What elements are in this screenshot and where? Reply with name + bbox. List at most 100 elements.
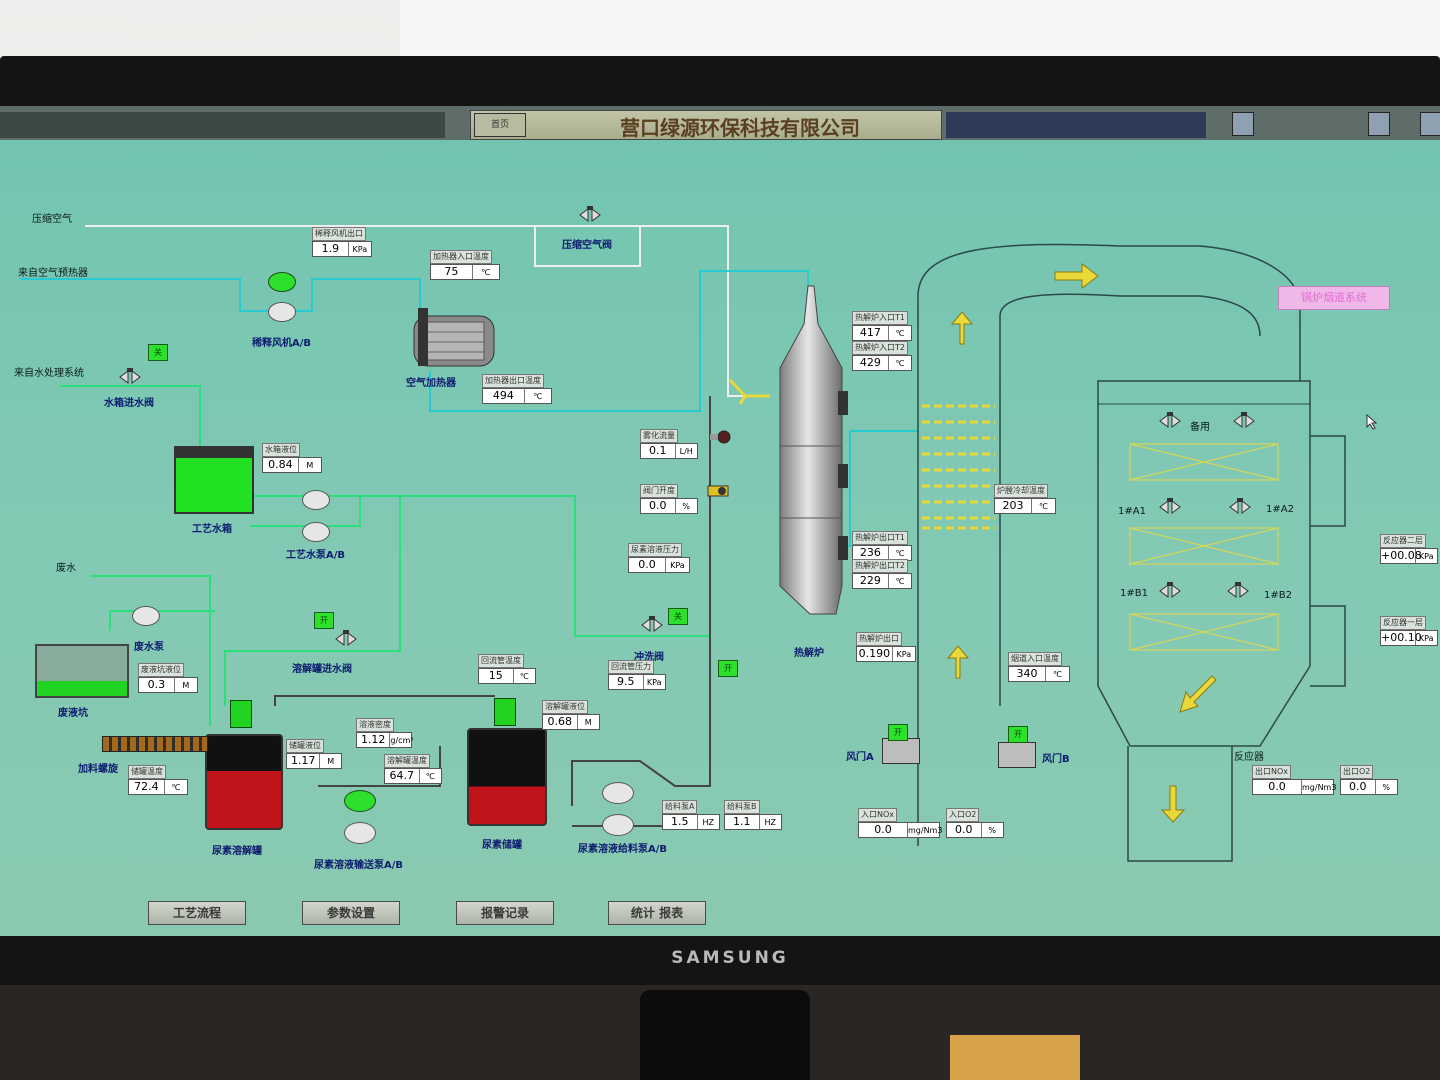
label-from-water: 来自水处理系统 [14, 368, 84, 379]
flushing-valve-icon[interactable] [640, 616, 664, 634]
dilution-air-pipe [20, 278, 421, 316]
dilution-fan-a[interactable] [268, 272, 296, 292]
flow-arrow-right [1054, 263, 1099, 289]
atomize-valve-icon[interactable] [708, 428, 732, 446]
window-icon[interactable] [1232, 112, 1254, 136]
flushing-status[interactable]: 关 [668, 608, 688, 625]
cap-react-layer1: 反应器一层 [1380, 616, 1426, 630]
nav-alarms-button[interactable]: 报警记录 [456, 901, 554, 925]
flue-system-button[interactable]: 锅炉烟道系统 [1278, 286, 1390, 310]
monitor-stand [640, 990, 810, 1080]
transfer-pump-a[interactable] [344, 790, 376, 812]
waste-pump[interactable] [132, 606, 160, 626]
process-pump-b[interactable] [302, 522, 330, 542]
cap-pyro-in1: 热解炉入口T1 [852, 311, 908, 325]
mouse-cursor-icon [1366, 414, 1378, 430]
val-return-temp: 15℃ [478, 668, 536, 684]
title-bar-right-panel [946, 112, 1206, 138]
cap-pyro-in2: 热解炉入口T2 [852, 341, 908, 355]
cap-return-pressure: 回流管压力 [608, 660, 654, 674]
dissolve-inlet-status[interactable]: 开 [314, 612, 334, 629]
nav-params-button[interactable]: 参数设置 [302, 901, 400, 925]
val-pyro-in2: 429℃ [852, 355, 912, 371]
cap-valve-open: 阀门开度 [640, 484, 678, 498]
dissolve-agitator-motor [230, 700, 252, 728]
label-fan-a: 风门A [846, 752, 874, 763]
flow-arrow-up-1 [950, 311, 974, 345]
transfer-pump-b[interactable] [344, 822, 376, 844]
feed-pump-b[interactable] [602, 814, 634, 836]
process-pump-a[interactable] [302, 490, 330, 510]
label-dissolve-tank: 尿素溶解罐 [212, 846, 262, 857]
label-a2: 1#A2 [1266, 504, 1294, 515]
cap-water-level: 水箱液位 [262, 443, 300, 457]
close-icon[interactable] [1420, 112, 1440, 136]
damper-a-status[interactable]: 开 [888, 724, 908, 741]
label-fan-b: 风门B [1042, 754, 1070, 765]
urea-feed-pipe [571, 396, 711, 806]
val-react-layer2: +00.08KPa [1380, 548, 1438, 564]
nav-reports-button[interactable]: 统计 报表 [608, 901, 706, 925]
label-b1: 1#B1 [1120, 588, 1148, 599]
control-valve-icon[interactable] [706, 482, 730, 500]
flow-arrow-up-2 [946, 645, 970, 679]
reactor-side-ducts [1310, 435, 1346, 687]
cap-storage-temp: 储罐温度 [128, 765, 166, 779]
waste-sump [35, 644, 129, 698]
dilution-fan-b[interactable] [268, 302, 296, 322]
flow-arrow-down [1160, 785, 1186, 823]
reactor-outlet-duct [1127, 746, 1233, 862]
reserve-valve-2-icon[interactable] [1232, 412, 1256, 430]
nav-process-button[interactable]: 工艺流程 [148, 901, 246, 925]
minimize-icon[interactable] [1368, 112, 1390, 136]
cap-dissolve-temp: 溶解罐温度 [384, 754, 430, 768]
val-heater-outlet: 494℃ [482, 388, 552, 404]
flow-arrow-diag [1179, 675, 1217, 713]
water-inlet-status[interactable]: 关 [148, 344, 168, 361]
compressed-air-valve-icon[interactable] [578, 206, 602, 224]
valve-b2-icon[interactable] [1226, 582, 1250, 600]
val-heater-inlet: 75℃ [430, 264, 500, 280]
cap-react-layer2: 反应器二层 [1380, 534, 1426, 548]
valve-a2-icon[interactable] [1228, 498, 1252, 516]
waste-water-pipe [90, 575, 211, 726]
label-compressed-air: 压缩空气 [32, 214, 72, 225]
reactor-body [1097, 380, 1311, 747]
label-sump: 废液坑 [58, 708, 88, 719]
reserve-valve-1-icon[interactable] [1158, 412, 1182, 430]
storage-agitator-motor [494, 698, 516, 726]
valve-b1-icon[interactable] [1158, 582, 1182, 600]
cap-outlet-nox: 出口NOx [1252, 765, 1292, 779]
cap-pyro-out1: 热解炉出口T1 [852, 531, 908, 545]
label-process-tank: 工艺水箱 [192, 524, 232, 535]
company-title: 营口绿源环保科技有限公司 [620, 116, 860, 140]
pyro-outlet-pipe [838, 430, 918, 547]
water-inlet-valve-icon[interactable] [118, 368, 142, 386]
label-a1: 1#A1 [1118, 506, 1146, 517]
dissolve-tank [205, 734, 283, 830]
feed-pump-a[interactable] [602, 782, 634, 804]
cap-dissolve-level: 溶解罐液位 [542, 700, 588, 714]
valve-a1-icon[interactable] [1158, 498, 1182, 516]
cap-inlet-nox: 入口NOx [858, 808, 898, 822]
process-water-main [360, 495, 710, 637]
damper-a[interactable] [882, 738, 920, 764]
catalyst-layer-b [1129, 613, 1279, 651]
damper-b-status[interactable]: 开 [1008, 726, 1028, 743]
control-valve-status[interactable]: 开 [718, 660, 738, 677]
val-flue-temp: 340℃ [1008, 666, 1070, 682]
waste-pump-pipe [109, 610, 215, 631]
monitor-brand: SAMSUNG [671, 948, 789, 968]
air-heater [413, 308, 495, 367]
damper-b[interactable] [998, 742, 1036, 768]
dissolve-inlet-valve-icon[interactable] [334, 630, 358, 648]
process-water-tank-top [174, 446, 254, 458]
val-dissolve-temp: 64.7℃ [384, 768, 442, 784]
home-button[interactable]: 首页 [474, 113, 526, 137]
val-pyro-out1: 236℃ [852, 545, 912, 561]
